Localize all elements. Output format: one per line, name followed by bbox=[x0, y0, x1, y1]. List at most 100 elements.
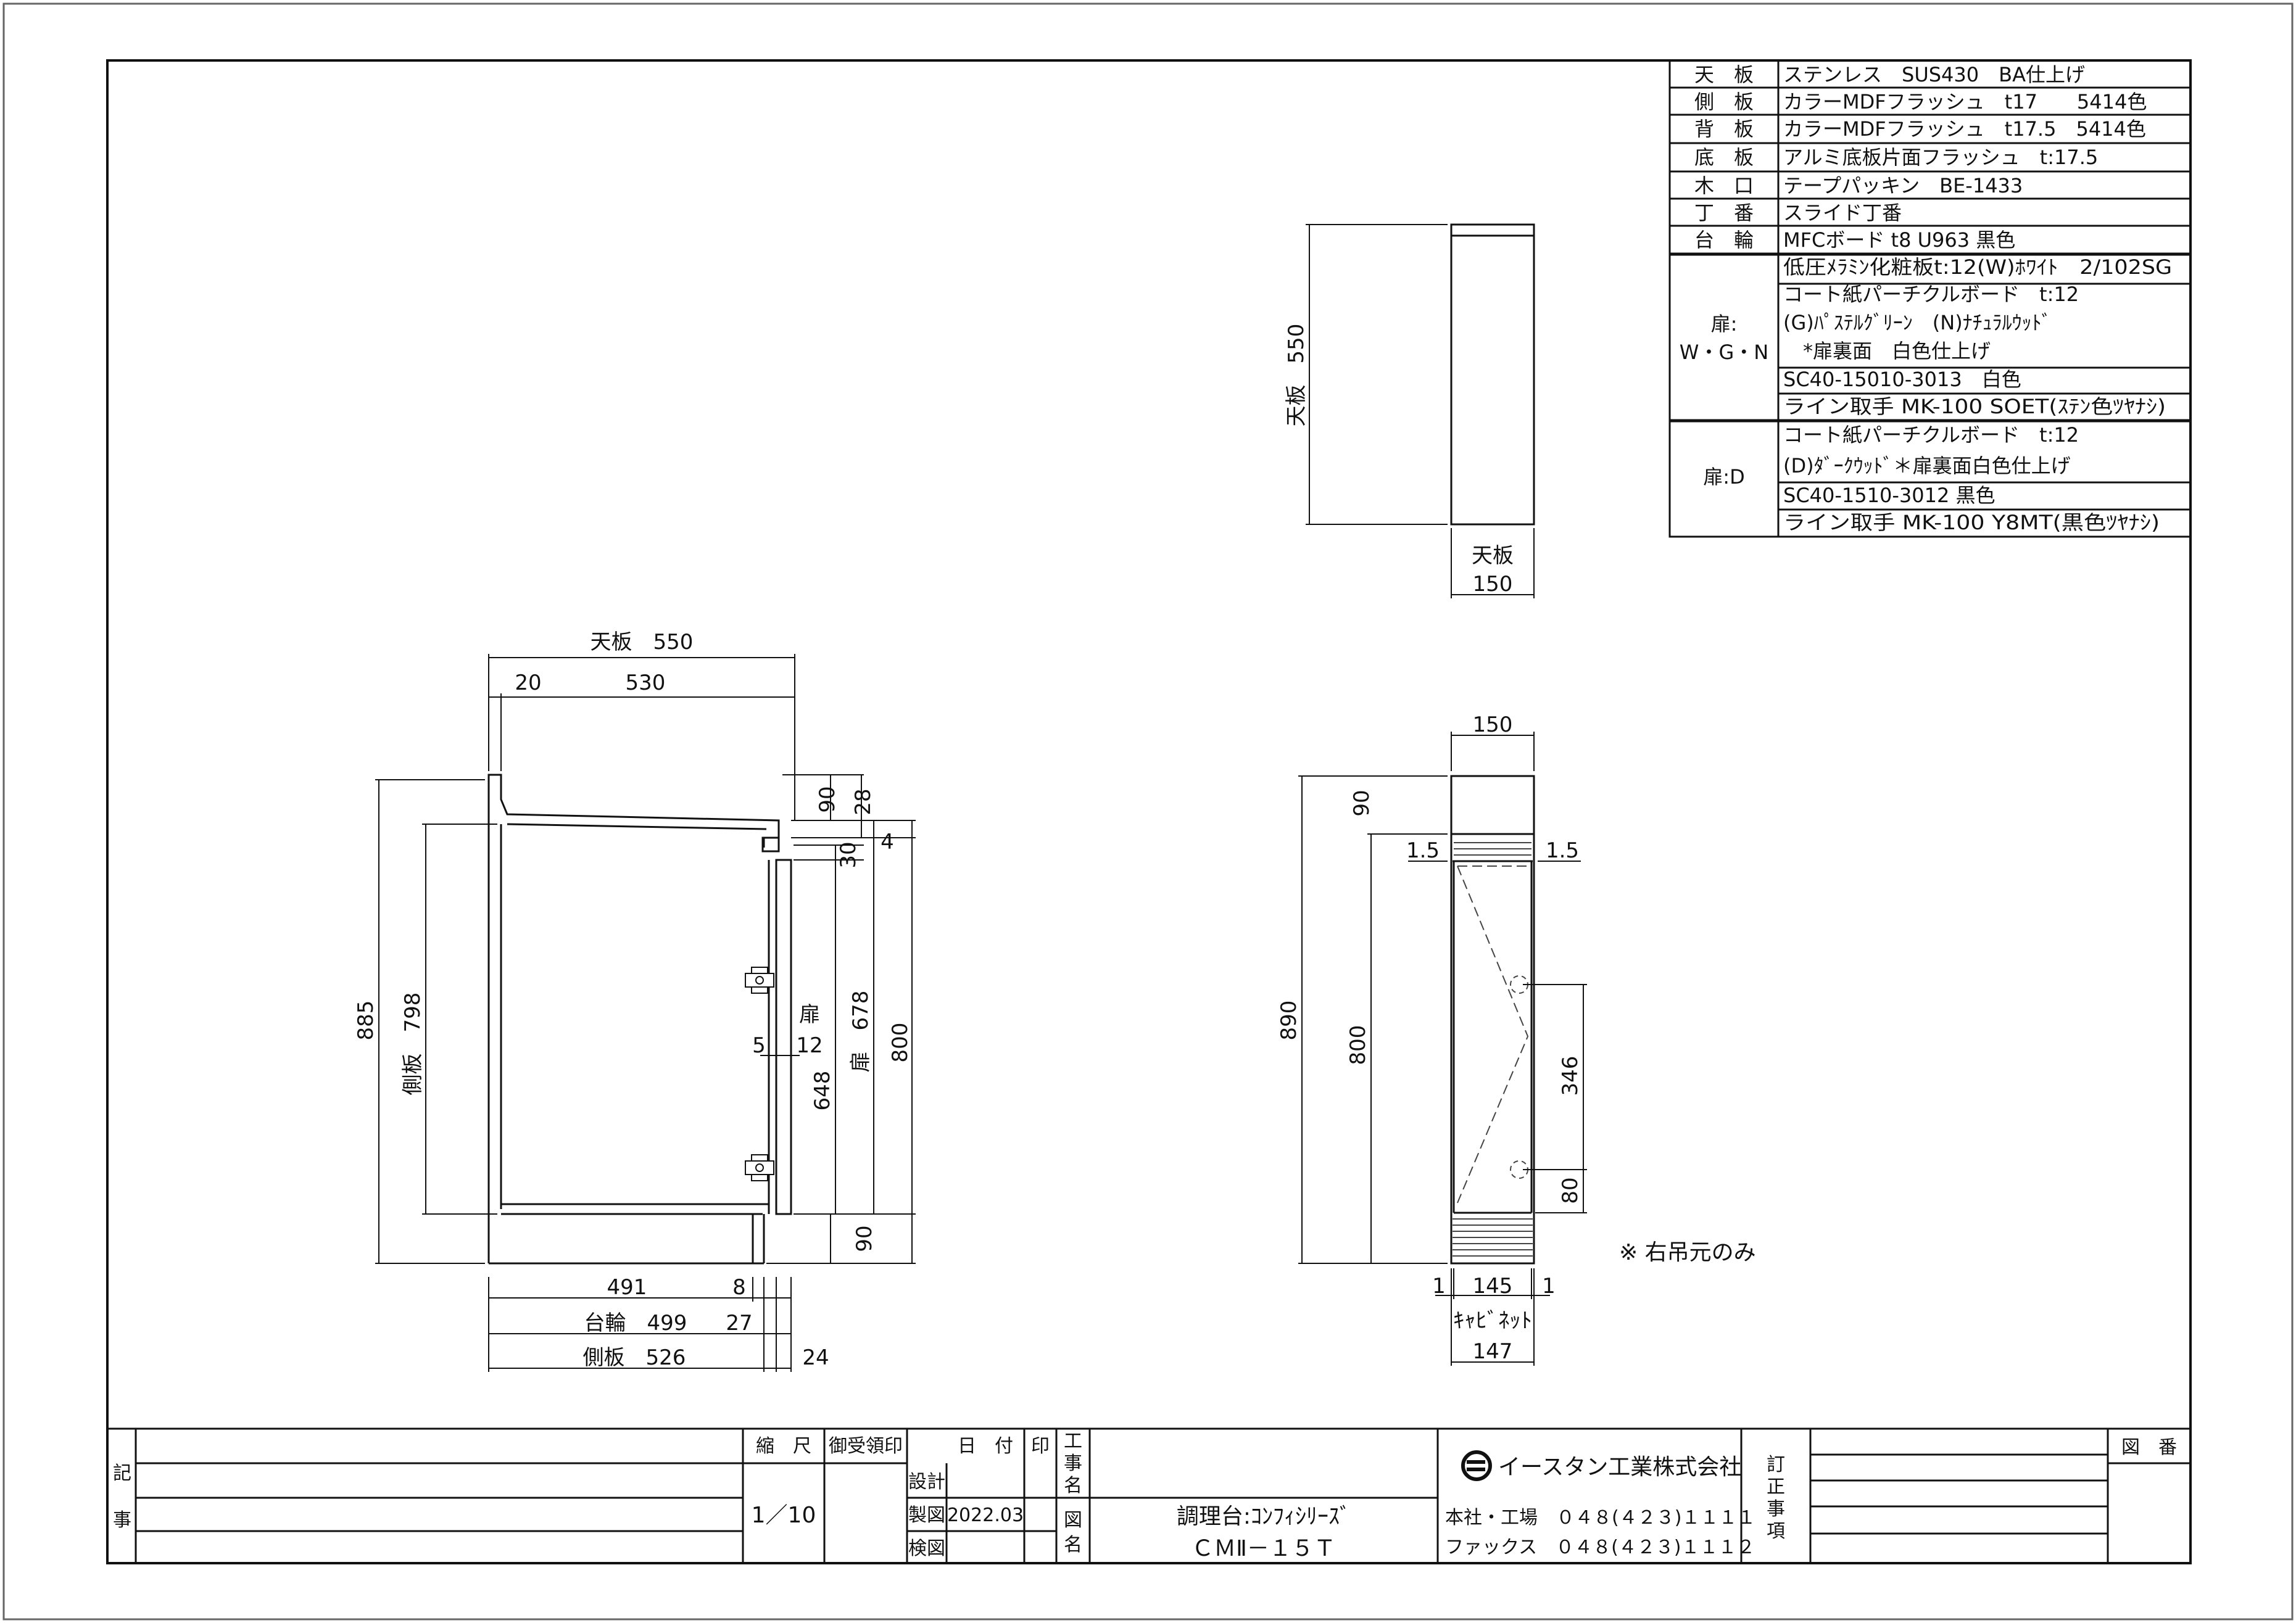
spec-val-0: ステンレス SUS430 BA仕上げ bbox=[1783, 63, 2085, 86]
front-b-145-label: 145 bbox=[1473, 1274, 1513, 1299]
spec-val-1: カラーMDFフラッシュ t17 5414色 bbox=[1783, 90, 2147, 114]
scale-value: 1／10 bbox=[752, 1503, 816, 1528]
side-r-30-label: 30 bbox=[836, 841, 861, 868]
top-view-width-label-1: 天板 bbox=[1472, 543, 1514, 568]
remarks-label-ji: 事 bbox=[113, 1509, 131, 1531]
door-wgn-line-4: SC40-15010-3013 白色 bbox=[1783, 368, 2021, 391]
side-r-90a-label: 90 bbox=[815, 786, 840, 812]
spec-table bbox=[1668, 59, 2192, 538]
side-top-a-label: 20 bbox=[515, 671, 541, 695]
door-wgn-line-1: コート紙パーチクルボード t:12 bbox=[1783, 283, 2079, 306]
front-b-1b-label: 1 bbox=[1542, 1274, 1556, 1299]
front-cabinet-147-label: 147 bbox=[1473, 1339, 1513, 1364]
drawing-name-label-1: 図 bbox=[1064, 1509, 1082, 1531]
front-l-15-label: 1.5 bbox=[1406, 838, 1440, 863]
door-wgn-line-5: ライン取手 MK-100 SOET(ｽﾃﾝ色ﾂﾔﾅｼ) bbox=[1783, 395, 2166, 418]
door-d-line-1: (D)ﾀﾞｰｸｳｯﾄﾞ＊扉裏面白色仕上げ bbox=[1783, 454, 2071, 477]
side-view bbox=[487, 774, 792, 1265]
title-block bbox=[107, 1427, 2190, 1563]
door-wgn-line-0: 低圧ﾒﾗﾐﾝ化粧板t:12(W)ﾎﾜｲﾄ 2/102SG bbox=[1783, 255, 2172, 279]
front-view bbox=[1450, 775, 1535, 1265]
front-view-dim-labels: 150 90 1.5 1.5 890 800 346 80 1 145 1 ｷｬ… bbox=[1277, 712, 1756, 1364]
drawing-name-label-2: 名 bbox=[1064, 1534, 1082, 1556]
side-base-label: 台輪 499 bbox=[584, 1311, 687, 1336]
side-b-24-label: 24 bbox=[802, 1345, 829, 1370]
door-d-line-2: SC40-1510-3012 黒色 bbox=[1783, 484, 1996, 507]
front-view-dimensions bbox=[1298, 732, 1587, 1366]
spec-val-4: テープパッキン BE-1433 bbox=[1783, 174, 2023, 197]
door-d-line-0: コート紙パーチクルボード t:12 bbox=[1783, 423, 2079, 447]
spec-key-3: 底 板 bbox=[1694, 146, 1754, 169]
side-r-28-label: 28 bbox=[851, 788, 876, 815]
front-h-800-label: 800 bbox=[1346, 1025, 1370, 1065]
side-door-12-label: 12 bbox=[796, 1033, 823, 1058]
spec-table-text: 天 板 ステンレス SUS430 BA仕上げ 側 板 カラーMDFフラッシュ t… bbox=[1680, 63, 2172, 534]
spec-key-4: 木 口 bbox=[1694, 174, 1754, 197]
scale-label: 縮 尺 bbox=[756, 1435, 811, 1457]
side-view-hinges bbox=[745, 967, 774, 1181]
revision-label-1: 訂 bbox=[1767, 1454, 1785, 1476]
front-b-1a-label: 1 bbox=[1432, 1274, 1446, 1299]
side-r-4-label: 4 bbox=[881, 830, 894, 854]
door-wgn-line-3: *扉裏面 白色仕上げ bbox=[1783, 339, 1991, 363]
top-view-depth-label: 天板 550 bbox=[1284, 324, 1309, 427]
front-h-346-label: 346 bbox=[1558, 1056, 1583, 1096]
side-view-dimensions bbox=[375, 654, 916, 1372]
spec-key-0: 天 板 bbox=[1694, 63, 1754, 86]
title-block-text: 記 事 縮 尺 1／10 御受領印 日 付 印 設計 製図 2022.03 検図… bbox=[113, 1431, 2177, 1561]
hinge-side-note: ※ 右吊元のみ bbox=[1619, 1240, 1756, 1265]
front-r-15-label: 1.5 bbox=[1546, 838, 1579, 863]
approval-stamp-label: 御受領印 bbox=[829, 1435, 903, 1457]
drawing-code: ＣＭⅡ－１５Ｔ bbox=[1192, 1536, 1336, 1561]
revision-label-4: 項 bbox=[1767, 1521, 1785, 1542]
date-label: 日 付 bbox=[958, 1435, 1013, 1457]
project-name-label-1: 工 bbox=[1064, 1431, 1082, 1452]
front-h-890-label: 890 bbox=[1277, 1001, 1301, 1041]
door-d-line-3: ライン取手 MK-100 Y8MT(黒色ﾂﾔﾅｼ) bbox=[1783, 511, 2160, 534]
side-b-491-label: 491 bbox=[607, 1275, 647, 1300]
stamp-label: 印 bbox=[1031, 1435, 1050, 1457]
spec-key-2: 背 板 bbox=[1694, 117, 1754, 141]
spec-val-6: MFCボード t8 U963 黒色 bbox=[1783, 228, 2015, 252]
side-h-800-label: 800 bbox=[888, 1023, 913, 1063]
spec-key-6: 台 輪 bbox=[1694, 228, 1754, 252]
drawing-number-label: 図 番 bbox=[2121, 1437, 2177, 1458]
door-d-key: 扉:D bbox=[1703, 465, 1744, 489]
top-view bbox=[1306, 223, 1535, 598]
project-name-label-3: 名 bbox=[1064, 1475, 1082, 1497]
side-door-label: 扉 bbox=[799, 1002, 820, 1027]
side-top-b-label: 530 bbox=[626, 671, 666, 695]
side-door-678-label: 扉 678 bbox=[848, 991, 873, 1073]
side-height-panel-label: 側板 798 bbox=[400, 993, 425, 1096]
side-gap-5-label: 5 bbox=[752, 1033, 766, 1058]
side-r-90b-label: 90 bbox=[852, 1225, 877, 1252]
side-h-648-label: 648 bbox=[810, 1071, 835, 1111]
remarks-label-ki: 記 bbox=[113, 1463, 131, 1484]
top-view-width-label-2: 150 bbox=[1473, 572, 1513, 597]
door-wgn-line-2: (G)ﾊﾟｽﾃﾙｸﾞﾘｰﾝ (N)ﾅﾁｭﾗﾙｳｯﾄﾞ bbox=[1783, 311, 2052, 334]
side-b-27-label: 27 bbox=[726, 1311, 752, 1336]
check-label: 検図 bbox=[908, 1538, 945, 1559]
revision-label-2: 正 bbox=[1767, 1476, 1785, 1498]
door-wgn-key-2: W・G・N bbox=[1680, 341, 1768, 364]
drafting-date: 2022.03 bbox=[947, 1505, 1024, 1526]
design-label: 設計 bbox=[908, 1471, 945, 1493]
side-panel-width-label: 側板 526 bbox=[583, 1345, 686, 1370]
side-height-total-label: 885 bbox=[354, 1001, 378, 1041]
revision-label-3: 事 bbox=[1767, 1498, 1785, 1520]
drafting-label: 製図 bbox=[908, 1505, 945, 1526]
top-view-labels: 天板 550 天板 150 bbox=[1284, 324, 1514, 597]
spec-key-5: 丁 番 bbox=[1694, 201, 1754, 225]
project-name-label-2: 事 bbox=[1064, 1453, 1082, 1474]
front-cabinet-label: ｷｬﾋﾞﾈｯﾄ bbox=[1453, 1308, 1532, 1333]
front-h-90-label: 90 bbox=[1349, 790, 1374, 816]
spec-val-5: スライド丁番 bbox=[1783, 201, 1902, 225]
side-top-total-label: 天板 550 bbox=[591, 630, 694, 655]
spec-val-2: カラーMDFフラッシュ t17.5 5414色 bbox=[1783, 117, 2146, 141]
front-h-80-label: 80 bbox=[1558, 1177, 1583, 1204]
spec-val-3: アルミ底板片面フラッシュ t:17.5 bbox=[1783, 146, 2098, 169]
spec-key-1: 側 板 bbox=[1694, 90, 1754, 114]
company-fax: ファックス ０４８(４２３)１１１２ bbox=[1445, 1537, 1755, 1558]
company-phone: 本社・工場 ０４８(４２３)１１１１ bbox=[1445, 1507, 1755, 1529]
